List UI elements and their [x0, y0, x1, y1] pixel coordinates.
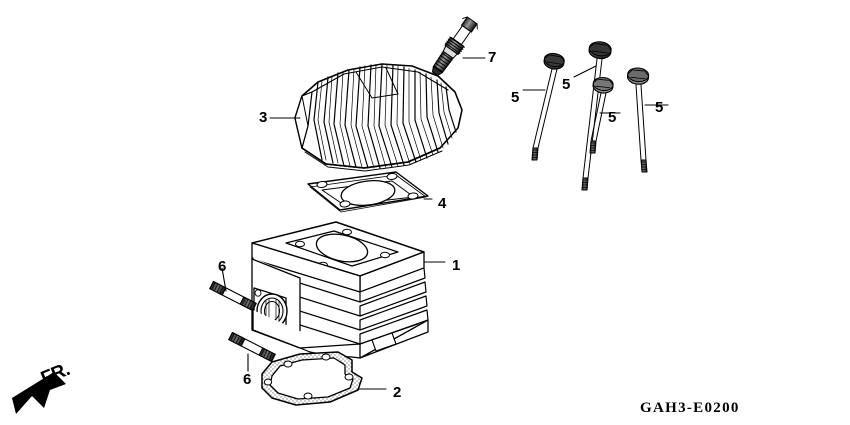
callout-number-5-d[interactable]: 5: [655, 99, 664, 116]
callout-number-4[interactable]: 4: [438, 195, 447, 212]
part-dowel-pin-lower: [228, 331, 276, 372]
part-stud-bolt-group: [522, 41, 669, 191]
callout-number-6-a[interactable]: 6: [218, 258, 227, 275]
callout-number-7[interactable]: 7: [488, 49, 497, 66]
stud-bolt-d: [626, 67, 669, 173]
stud-bolt-b: [573, 41, 612, 191]
callout-number-5-c[interactable]: 5: [608, 109, 617, 126]
callout-number-2[interactable]: 2: [393, 384, 402, 401]
part-cylinder-head: [269, 63, 463, 172]
callout-number-1[interactable]: 1: [452, 257, 461, 274]
part-base-gasket: [261, 351, 387, 406]
stud-bolt-c: [589, 76, 621, 154]
part-cylinder-block: [251, 221, 446, 365]
part-spark-plug: [431, 16, 486, 76]
front-direction-arrow-icon: [12, 372, 66, 414]
part-dowel-pin-upper: [209, 267, 257, 312]
part-head-gasket: [307, 171, 433, 213]
callout-number-6-b[interactable]: 6: [243, 371, 252, 388]
diagram-part-code: GAH3-E0200: [640, 400, 740, 416]
callout-number-5-b[interactable]: 5: [562, 76, 571, 93]
stud-bolt-a: [522, 52, 565, 161]
front-direction-marker: FR.: [8, 359, 104, 420]
callout-number-5-a[interactable]: 5: [511, 89, 520, 106]
callout-number-3[interactable]: 3: [259, 109, 268, 126]
